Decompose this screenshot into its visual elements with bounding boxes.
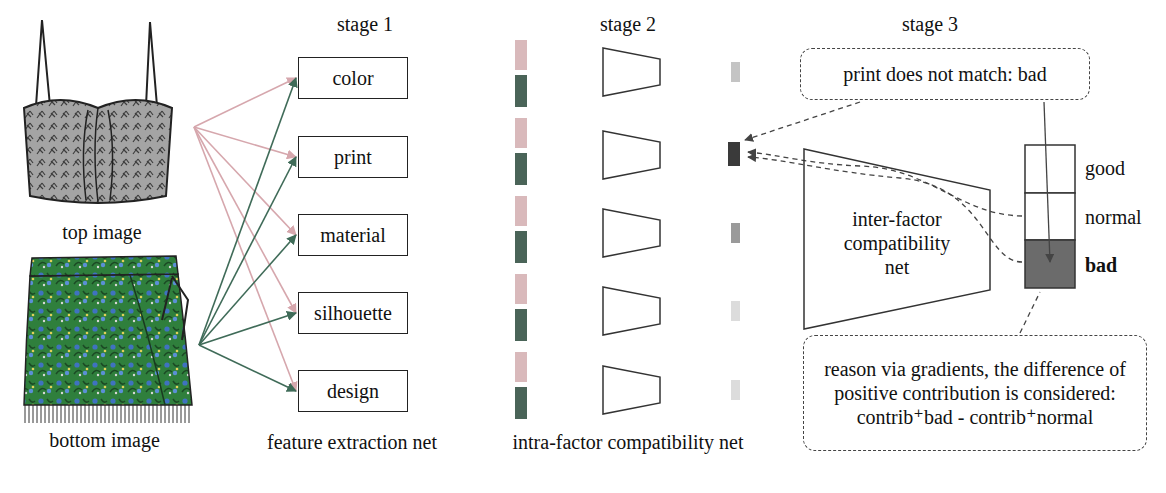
factor-box: print — [298, 136, 408, 178]
feature-arrow — [199, 157, 296, 345]
wrap-edge — [130, 275, 165, 405]
class-label: good — [1085, 156, 1125, 180]
node-text: print — [334, 145, 372, 169]
node-text: inter-factor compatibility net — [835, 207, 960, 279]
score-square — [731, 380, 740, 400]
tie — [162, 276, 188, 340]
score-square — [731, 301, 740, 321]
output-classes — [1025, 145, 1075, 288]
bottom-feature-bar — [515, 231, 527, 263]
factor-box: color — [298, 57, 408, 99]
node-text: design — [327, 379, 379, 403]
score-square — [731, 62, 740, 82]
feature-arrow — [199, 313, 296, 345]
intra-factor-nets — [603, 48, 660, 414]
top-feature-bar — [515, 196, 527, 226]
image-caption: top image — [62, 220, 141, 244]
class-label: bad — [1085, 253, 1117, 277]
bandeau-body — [24, 100, 172, 203]
factor-box: silhouette — [298, 292, 408, 334]
feature-arrow — [199, 235, 296, 345]
class-box — [1025, 193, 1075, 240]
top-feature-bar — [515, 118, 527, 148]
bottom-feature-bar — [515, 75, 527, 107]
node-text: color — [332, 66, 373, 90]
garment-image: top image — [12, 12, 192, 244]
image-caption: bottom image — [49, 428, 160, 452]
node-text: print does not match: bad — [843, 62, 1046, 86]
factor-scores — [728, 62, 740, 400]
bottom-feature-bar — [515, 309, 527, 341]
top-feature-bar — [515, 274, 527, 304]
column-caption: intra-factor compatibility net — [512, 430, 743, 454]
factor-box: design — [298, 370, 408, 412]
skirt-body — [24, 274, 192, 405]
trapezoid-shape — [804, 149, 990, 329]
class-label: normal — [1085, 205, 1142, 229]
waistband — [30, 256, 178, 276]
feature-arrow — [199, 78, 296, 345]
feature-vectors — [515, 40, 527, 419]
callout-note: reason via gradients, the difference of … — [803, 335, 1147, 451]
column-caption: feature extraction net — [267, 430, 437, 454]
stage-label: stage 1 — [337, 12, 393, 36]
stage-label: stage 2 — [600, 12, 656, 36]
feature-arrow — [194, 127, 296, 157]
class-pointer — [1044, 102, 1050, 262]
stage-label: stage 3 — [902, 12, 958, 36]
bottom-garment-illustration — [24, 256, 192, 423]
fringe — [24, 405, 192, 423]
bottom-feature-bar — [515, 387, 527, 419]
factor-box: material — [298, 214, 408, 256]
score-square — [728, 142, 740, 166]
network-trapezoid: inter-factor compatibility net — [803, 148, 991, 330]
small-net-trapezoid — [603, 366, 660, 414]
feature-arrow — [199, 345, 296, 391]
small-net-trapezoid — [603, 131, 660, 179]
callout-note: print does not match: bad — [800, 48, 1090, 100]
gradient-arrow — [748, 152, 1022, 216]
top-feature-bar — [515, 352, 527, 382]
node-text: silhouette — [314, 301, 392, 325]
score-square — [731, 223, 740, 243]
small-net-trapezoid — [603, 48, 660, 96]
top-garment-illustration — [24, 20, 172, 203]
top-feature-bar — [515, 40, 527, 70]
reasoning-arrows — [745, 102, 1050, 333]
bottom-feature-bar — [515, 153, 527, 185]
class-box — [1025, 145, 1075, 193]
garment-image: bottom image — [12, 250, 197, 452]
dashed-arrow — [745, 102, 860, 140]
strap — [36, 20, 157, 106]
node-text: reason via gradients, the difference of … — [816, 357, 1134, 405]
leader-line — [1020, 292, 1040, 333]
small-net-trapezoid — [603, 209, 660, 257]
small-net-trapezoid — [603, 287, 660, 335]
node-text: contrib⁺bad - contrib⁺normal — [857, 405, 1094, 429]
gather-line — [83, 108, 112, 202]
node-text: material — [320, 223, 386, 247]
feature-arrow — [194, 127, 296, 391]
